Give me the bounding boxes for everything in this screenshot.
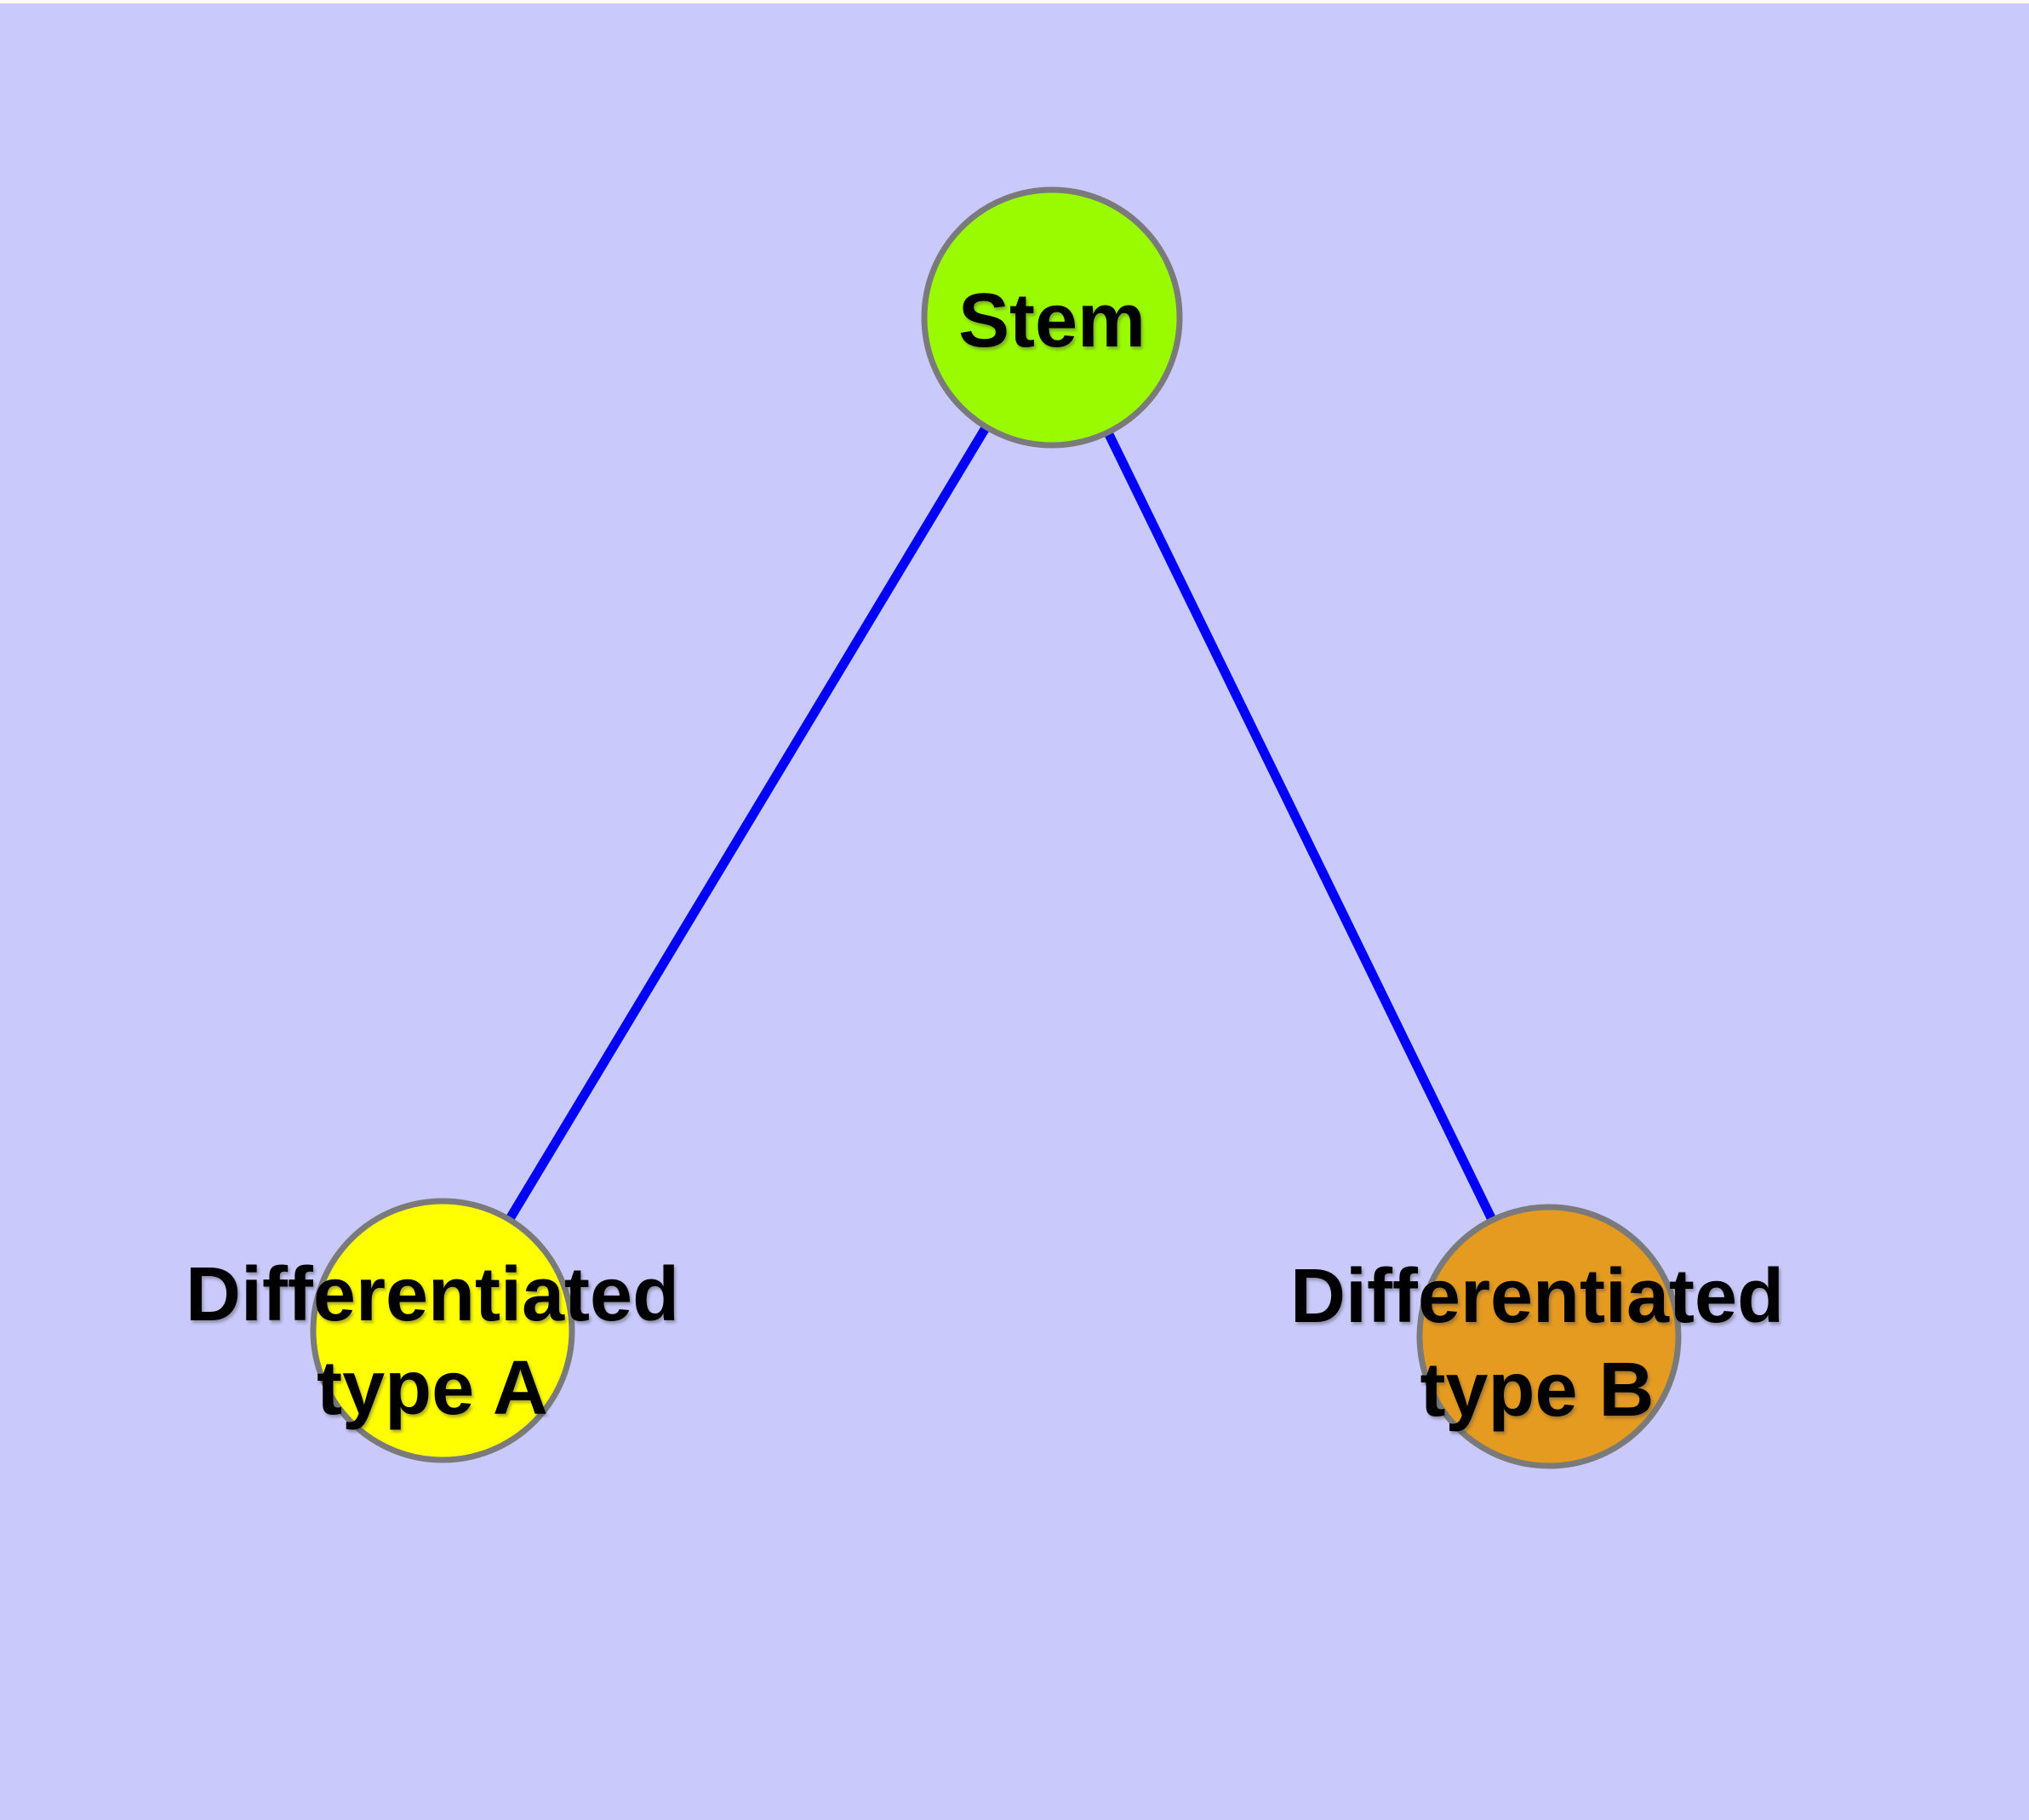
edge-stem-to-type-b (1048, 315, 1553, 1339)
node-stem[interactable] (921, 186, 1183, 449)
node-differentiated-type-a[interactable] (310, 1198, 575, 1463)
top-edge-highlight (0, 0, 2029, 3)
node-differentiated-type-b[interactable] (1416, 1204, 1682, 1469)
edge-stem-to-type-a (438, 315, 1056, 1333)
